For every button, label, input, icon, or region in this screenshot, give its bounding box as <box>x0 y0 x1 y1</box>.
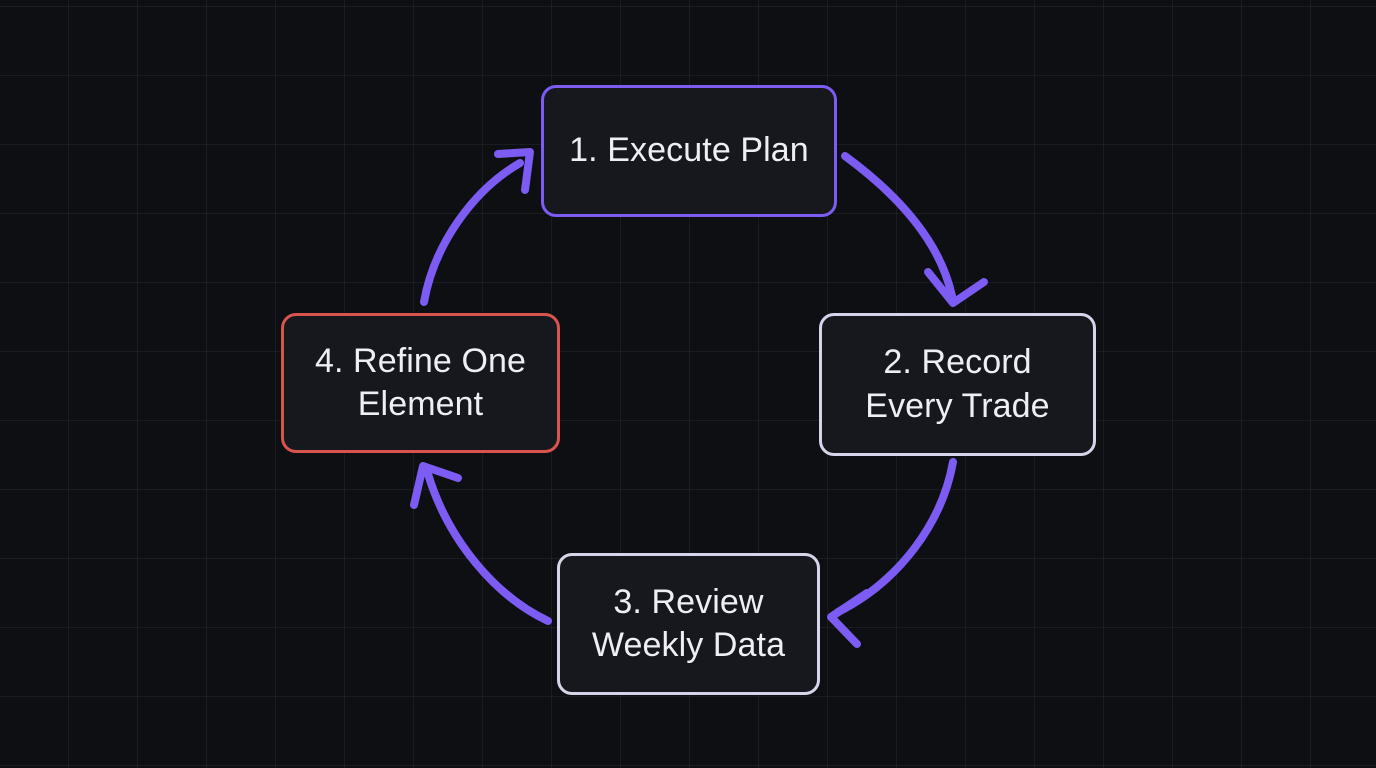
flow-node-label: 3. Review Weekly Data <box>591 582 786 664</box>
flow-node-label: 4. Refine One Element <box>314 341 527 423</box>
flow-node-refine-one-element[interactable]: 4. Refine One Element <box>281 313 560 453</box>
flow-node-execute-plan[interactable]: 1. Execute Plan <box>541 85 837 217</box>
arrow-2-to-3 <box>827 458 957 648</box>
flow-node-record-every-trade[interactable]: 2. Record Every Trade <box>819 313 1096 456</box>
flow-node-label: 1. Execute Plan <box>569 131 809 170</box>
flow-node-label: 2. Record Every Trade <box>865 343 1050 425</box>
flow-node-review-weekly-data[interactable]: 3. Review Weekly Data <box>557 553 820 695</box>
arrow-3-to-4 <box>410 462 552 625</box>
arrow-1-to-2 <box>841 152 988 307</box>
arrow-4-to-1 <box>420 148 534 306</box>
